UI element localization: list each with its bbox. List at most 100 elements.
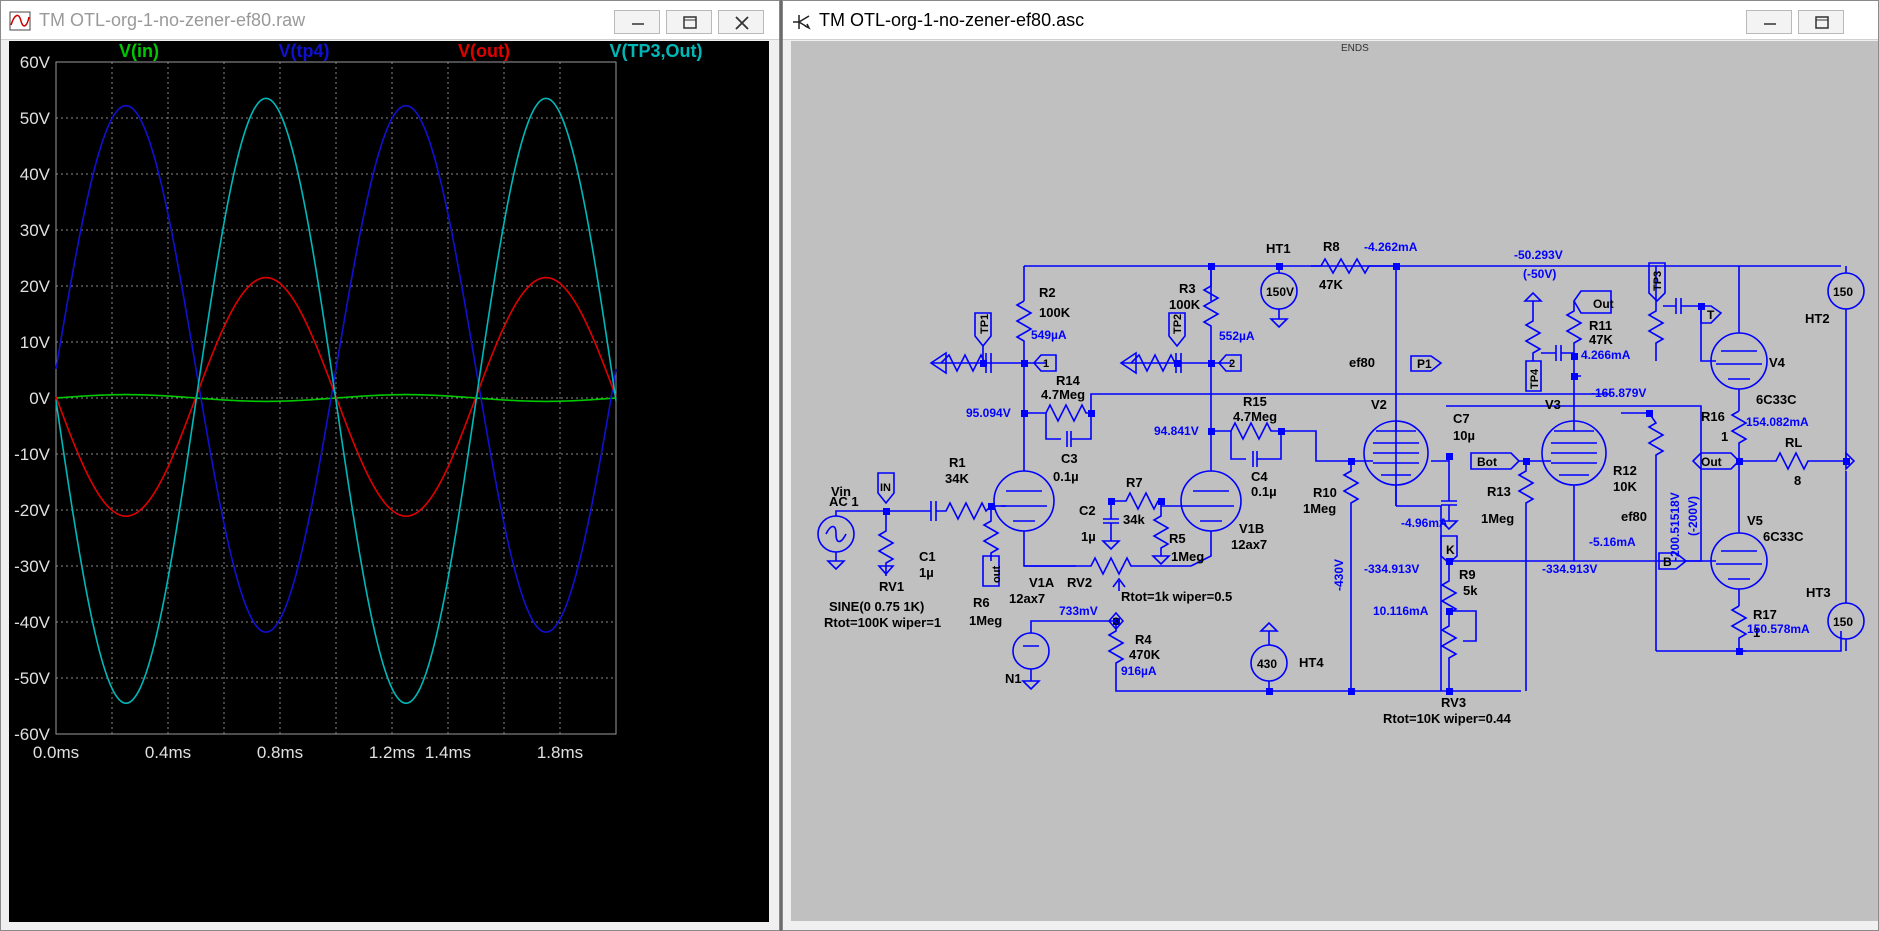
vin-sine-icon [825,525,847,543]
value-v334b: -334.913V [1542,562,1597,576]
v1b-tube[interactable] [1180,470,1242,532]
label-v2: V2 [1371,397,1387,412]
tp3-tag[interactable] [1648,262,1666,303]
r8-resistor[interactable] [1311,257,1396,275]
tp4-tag[interactable] [1525,360,1542,392]
in-tag[interactable] [877,472,895,505]
r17-resistor[interactable] [1730,605,1748,651]
node2-tag[interactable] [1217,354,1242,372]
r6-resistor[interactable] [982,506,1000,561]
r7-resistor[interactable] [1111,491,1161,511]
schematic-titlebar[interactable]: TM OTL-org-1-no-zener-ef80.asc [783,1,1878,40]
value-i496: -4.96mA [1401,516,1448,530]
label-ht3: HT3 [1806,585,1831,600]
y-tick-label: 50V [20,109,51,128]
bot-tag[interactable] [1470,452,1521,470]
y-tick-label: -60V [14,725,51,744]
label-r9-value: 5k [1463,583,1478,598]
value-v50: -50.293V [1514,248,1563,262]
r15-resistor[interactable] [1211,421,1281,441]
label-rv3: RV3 [1441,695,1466,710]
maximize-button[interactable] [666,10,712,34]
r12-resistor[interactable] [1621,412,1665,651]
label-t-tag: T [1707,308,1715,322]
value-i-r16: 154.082mA [1746,415,1809,429]
c3-capacitor[interactable] [1045,413,1092,447]
n1-tube-icon[interactable] [1012,632,1050,670]
label-r10-value: 1Meg [1303,501,1336,516]
tp4-resistor[interactable] [1523,291,1543,361]
out-tag[interactable] [1573,290,1612,314]
label-r4-value: 470K [1129,647,1161,662]
r14-resistor[interactable] [1024,403,1091,423]
r4-resistor[interactable] [1107,621,1521,692]
label-r15-value: 4.7Meg [1233,409,1277,424]
label-v3: V3 [1545,397,1561,412]
label-r17-value: 1 [1753,625,1760,640]
y-tick-label: -40V [14,613,51,632]
r3-resistor[interactable] [1202,266,1220,431]
waveform-chart[interactable]: 60V50V40V30V20V10V0V-10V-20V-30V-40V-50V… [9,41,769,922]
label-r17: R17 [1753,607,1777,622]
schematic-maximize-button[interactable] [1798,10,1844,34]
label-r3-value: 100K [1169,297,1201,312]
close-button[interactable] [718,10,764,34]
value-i-r9: 10.116mA [1373,604,1429,618]
c4-capacitor[interactable] [1230,431,1282,467]
label-rv1: RV1 [879,579,904,594]
r11-resistor[interactable] [1565,301,1583,376]
label-p1: P1 [1417,357,1432,371]
label-v4: V4 [1769,355,1786,370]
label-r13: R13 [1487,484,1511,499]
r2-resistor[interactable] [1015,300,1033,421]
tp3-resistor[interactable] [1647,266,1665,361]
b-tag[interactable] [1658,552,1688,570]
label-c7: C7 [1453,411,1470,426]
v1a-tube[interactable] [993,470,1055,532]
schematic-canvas[interactable]: ENDS [791,41,1878,921]
label-out-probe: out [991,566,1003,583]
value-i-r4: 916µA [1121,664,1157,678]
label-r6-value: 1Meg [969,613,1002,628]
tp3-cap[interactable] [1663,298,1716,362]
y-tick-label: 0V [29,389,50,408]
label-v5: V5 [1747,513,1763,528]
c2-capacitor[interactable] [1101,501,1121,551]
label-r5: R5 [1169,531,1186,546]
r5-resistor[interactable] [1151,501,1171,566]
tp4-cap[interactable] [1541,345,1574,361]
c7-capacitor[interactable] [1431,453,1459,531]
node1-tag[interactable] [1032,354,1057,372]
v4-tube[interactable] [1710,332,1768,390]
r16-resistor[interactable] [1730,410,1748,461]
schematic-minimize-button[interactable] [1746,10,1792,34]
waveform-titlebar[interactable]: TM OTL-org-1-no-zener-ef80.raw [1,1,779,40]
out-tag-2[interactable] [1691,452,1741,470]
series-line [55,104,617,633]
rv1-potentiometer[interactable] [877,511,895,576]
minimize-button[interactable] [614,10,660,34]
rv2-resistor[interactable] [1024,556,1191,576]
label-r10: R10 [1313,485,1337,500]
tp2-resistor[interactable] [1130,353,1176,373]
p1-tag[interactable] [1410,355,1443,372]
r13-resistor[interactable] [1517,461,1535,691]
t-tag[interactable] [1700,305,1723,324]
value-i-r11: 4.266mA [1581,348,1631,362]
tp1-tag[interactable] [974,312,992,348]
tp1-resistor[interactable] [940,353,986,373]
r1-c1-input[interactable] [881,501,992,521]
rl-resistor[interactable] [1739,451,1846,471]
v5-tube[interactable] [1710,532,1768,590]
out-probe-tag[interactable] [982,555,1000,587]
tp2-tag[interactable] [1168,312,1186,348]
schematic-window[interactable]: TM OTL-org-1-no-zener-ef80.asc ENDS [782,0,1879,931]
schematic-drawing[interactable]: ENDS [791,41,1878,921]
top-fragment-text: ENDS [1341,43,1369,54]
r10-resistor[interactable] [1342,461,1360,691]
r9-rv3-resistor[interactable] [1440,563,1458,691]
label-v1b: V1B [1239,521,1264,536]
r15-to-v2-wire [1281,430,1351,462]
